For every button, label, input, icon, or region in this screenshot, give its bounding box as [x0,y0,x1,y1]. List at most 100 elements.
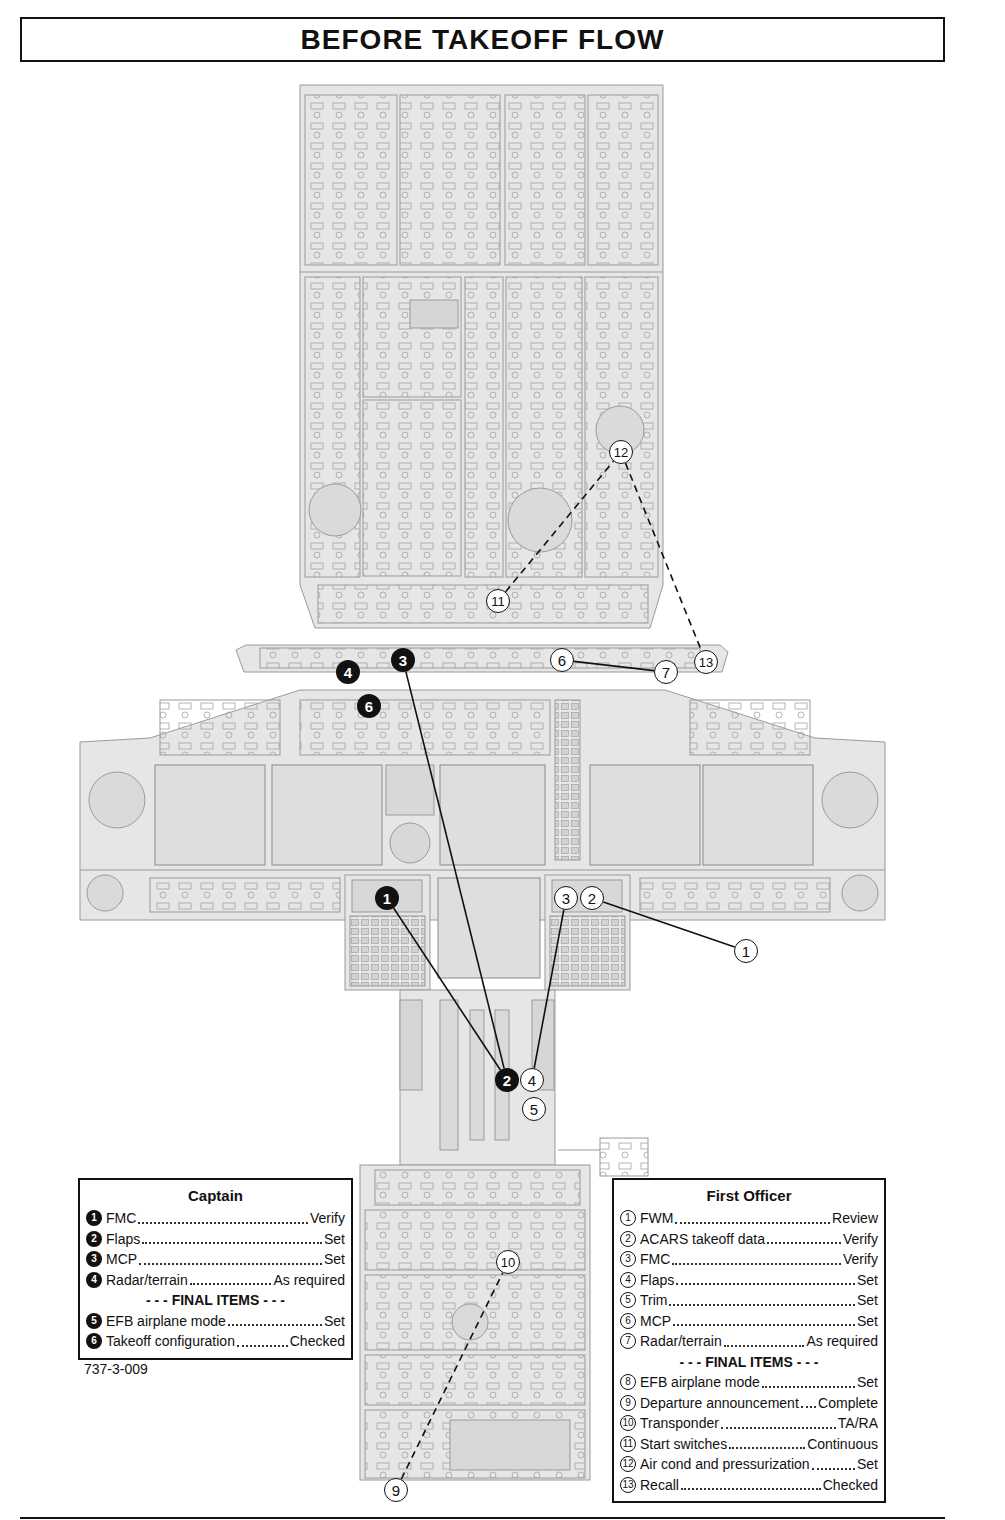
throttle-quadrant [400,990,648,1176]
overhead-panel-part [400,95,500,265]
item-action: Continuous [807,1436,878,1452]
dot-leader [237,1345,288,1347]
item-number: 10 [620,1415,636,1431]
callout-text: 9 [392,1483,400,1498]
callout-text: 5 [530,1102,538,1117]
item-name: MCP [640,1313,671,1329]
callout-text: 11 [491,595,505,608]
throttle-quadrant-part [600,1138,648,1176]
forward-panel-part [300,700,550,755]
forward-panel-part [640,878,830,912]
item-number: 4 [86,1272,102,1288]
aft-pedestal-part [365,1410,585,1478]
overhead-panel-part [309,484,361,536]
callout-number: 3 [554,886,578,910]
checklist-row: 2FlapsSet [86,1229,345,1250]
throttle-quadrant-part [400,1000,422,1090]
checklist-row: 11Start switchesContinuous [620,1434,878,1455]
item-name: Departure announcement [640,1395,799,1411]
leader-line [406,672,504,1069]
forward-panel-part [160,700,280,755]
overhead-panel-part [300,272,663,273]
dot-leader [675,1222,830,1224]
item-action: Verify [843,1251,878,1267]
item-number: 11 [620,1436,636,1452]
callout-number: 12 [609,440,633,464]
throttle-quadrant-part [440,1000,458,1150]
checklist-row: 5TrimSet [620,1290,878,1311]
item-name: EFB airplane mode [106,1313,226,1329]
forward-panel-part [150,878,340,912]
overhead-panel-part [363,277,461,397]
callout-number: 4 [520,1068,544,1092]
dot-leader [721,1427,836,1429]
item-number: 2 [86,1231,102,1247]
checklist-heading: First Officer [620,1186,878,1206]
overhead-panel-part [300,85,663,628]
item-action: Verify [843,1231,878,1247]
cdu-units-part [552,880,622,912]
checklist-row: 7Radar/terrainAs required [620,1331,878,1352]
overhead-panel-part [363,400,461,576]
item-action: Set [324,1231,345,1247]
item-name: FMC [640,1251,670,1267]
dot-leader [669,1304,855,1306]
item-name: MCP [106,1251,137,1267]
callout-number: 2 [580,886,604,910]
forward-panel-part [440,765,545,865]
dot-leader [681,1488,821,1490]
callout-text: 3 [562,891,570,906]
item-number: 1 [620,1210,636,1226]
item-name: FMC [106,1210,136,1226]
dot-leader [142,1242,322,1244]
checklist-row: 6Takeoff configurationChecked [86,1331,345,1352]
forward-panel-part [555,700,580,860]
item-number: 7 [620,1333,636,1349]
checklist-row: 1FWMReview [620,1208,878,1229]
item-number: 3 [620,1251,636,1267]
cdu-units-part [545,875,630,990]
forward-panel-part [87,875,123,911]
forward-panel-part [390,823,430,863]
cdu-units [345,875,630,990]
callout-number: 11 [486,589,510,613]
overhead-panel-part [585,277,658,577]
checklist-row: 5EFB airplane modeSet [86,1311,345,1332]
item-number: 4 [620,1272,636,1288]
item-number: 6 [620,1313,636,1329]
checklist-heading: Captain [86,1186,345,1206]
item-name: FWM [640,1210,673,1226]
checklist-row: 3MCPSet [86,1249,345,1270]
leader-line [534,910,564,1068]
cdu-units-part [352,880,422,912]
callout-number: 9 [384,1478,408,1502]
checklist-box: Captain1FMCVerify2FlapsSet3MCPSet4Radar/… [78,1178,353,1360]
callout-text: 3 [399,653,407,668]
item-name: Recall [640,1477,679,1493]
forward-panel-part [386,765,434,815]
leader-line [401,1273,502,1479]
checklist-row: 4FlapsSet [620,1270,878,1291]
item-name: EFB airplane mode [640,1374,760,1390]
cdu-units-part [550,916,625,986]
page-title: BEFORE TAKEOFF FLOW [20,17,945,62]
overhead-panel-part [410,300,458,328]
overhead-panel-part [588,95,658,265]
overhead-panel-part [506,277,582,577]
callout-text: 6 [365,699,373,714]
checklist-row: 9Departure announcementComplete [620,1393,878,1414]
overhead-panel-part [465,277,503,577]
item-number: 2 [620,1231,636,1247]
overhead-panel-part [305,277,360,577]
dot-leader [190,1283,272,1285]
callout-text: 2 [503,1073,511,1088]
item-name: Radar/terrain [106,1272,188,1288]
overhead-panel [300,85,663,628]
item-name: Trim [640,1292,667,1308]
dot-leader [767,1242,841,1244]
callout-number: 5 [522,1097,546,1121]
aft-pedestal-part [365,1355,585,1405]
callout-text: 4 [344,665,352,680]
callout-number: 6 [550,648,574,672]
bottom-rule [20,1517,945,1519]
